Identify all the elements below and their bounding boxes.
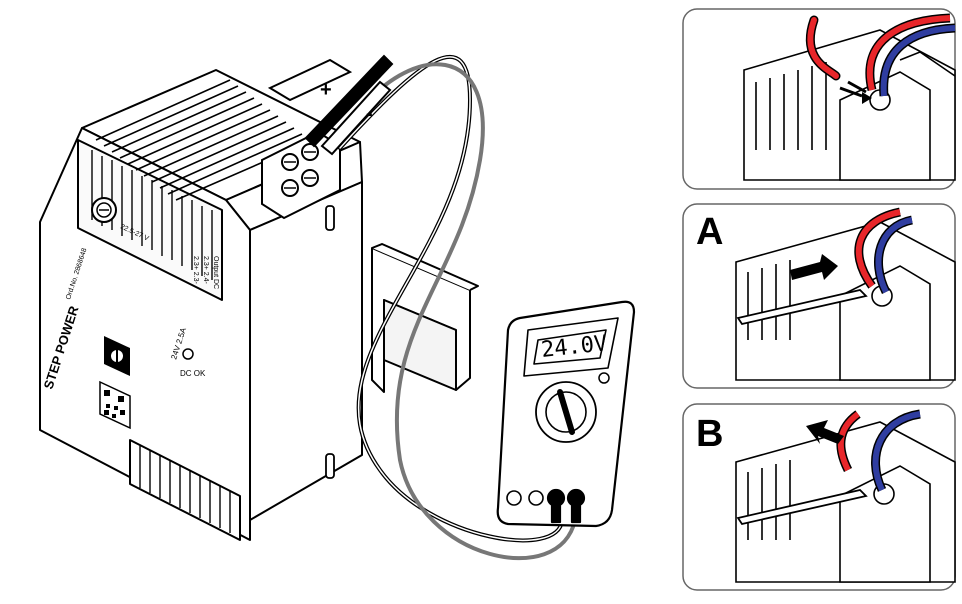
- brand-logo-icon: [104, 336, 130, 376]
- detail-panel-2-label: A: [696, 211, 723, 253]
- probe-gray[interactable]: [320, 80, 392, 156]
- detail-panel-2: [682, 203, 956, 389]
- qr-code-icon: [99, 380, 131, 430]
- detail-panel-3-label: B: [696, 413, 723, 455]
- output-terminal-block: [261, 58, 353, 220]
- probe-cables: [338, 54, 577, 561]
- probe-black[interactable]: [304, 54, 394, 148]
- dc-ok-label: DC OK: [180, 369, 206, 378]
- output-dc-label: Output DC: [212, 256, 219, 289]
- power-supply: [39, 69, 363, 541]
- side-clip-top: [325, 205, 335, 231]
- terminal-label-bottom: 2.3+ 2.4-: [202, 256, 209, 284]
- dc-ok-led-icon: [182, 348, 194, 360]
- multimeter: [496, 300, 636, 528]
- terminal-label-top: 2.3+ 2.3-: [192, 256, 199, 284]
- side-clip-bottom: [325, 453, 335, 479]
- detail-panel-1: [682, 8, 956, 190]
- probe-minus-label: -: [366, 103, 373, 125]
- voltage-adjust-knob[interactable]: [91, 197, 117, 223]
- probe-plus-label: +: [320, 79, 332, 101]
- detail-panel-3: [682, 403, 956, 591]
- din-rail: [371, 243, 479, 393]
- bottom-fins: [139, 446, 231, 533]
